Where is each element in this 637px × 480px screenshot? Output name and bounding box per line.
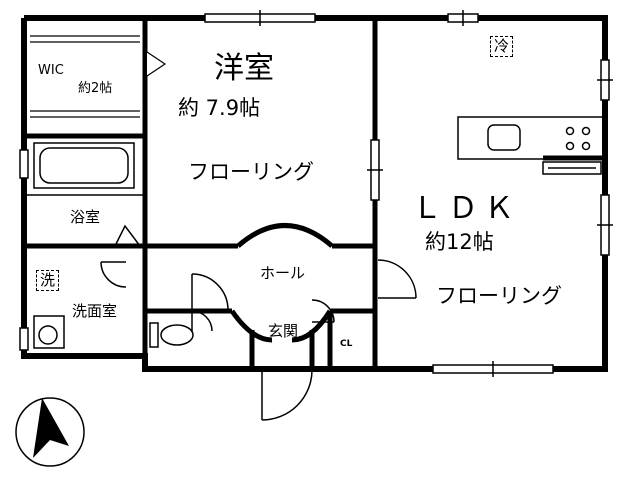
ldk-room-floor: フローリング [436, 284, 562, 308]
entrance-door [261, 369, 313, 421]
hall-label: ホール [260, 264, 306, 282]
washroom-fixtures [33, 224, 141, 349]
north-arrow-icon [15, 397, 85, 467]
wic-label: WIC [38, 63, 64, 78]
ldk-door [377, 259, 417, 299]
bath-label: 浴室 [70, 208, 101, 226]
western-room-floor: フローリング [188, 160, 314, 184]
windows [19, 10, 613, 377]
closet-door [311, 299, 335, 323]
kitchen-counter [457, 116, 606, 175]
washroom-label: 洗面室 [72, 302, 118, 320]
wic-size: 約2帖 [78, 81, 113, 96]
closet-label: CL [340, 339, 353, 349]
ldk-room-name: ＬＤＫ [412, 191, 520, 226]
bathtub [24, 142, 145, 196]
hall-curve [229, 223, 334, 343]
wic-shelf [30, 35, 167, 118]
western-door [191, 273, 229, 311]
entrance-label: 玄関 [268, 322, 299, 340]
toilet [149, 310, 213, 348]
ldk-room-size: 約12帖 [425, 230, 494, 254]
western-room-name: 洋室 [214, 51, 274, 86]
western-room-size: 約 7.9帖 [178, 96, 261, 120]
washer-label: 洗 [36, 270, 60, 291]
fridge-label: 冷 [490, 36, 514, 57]
